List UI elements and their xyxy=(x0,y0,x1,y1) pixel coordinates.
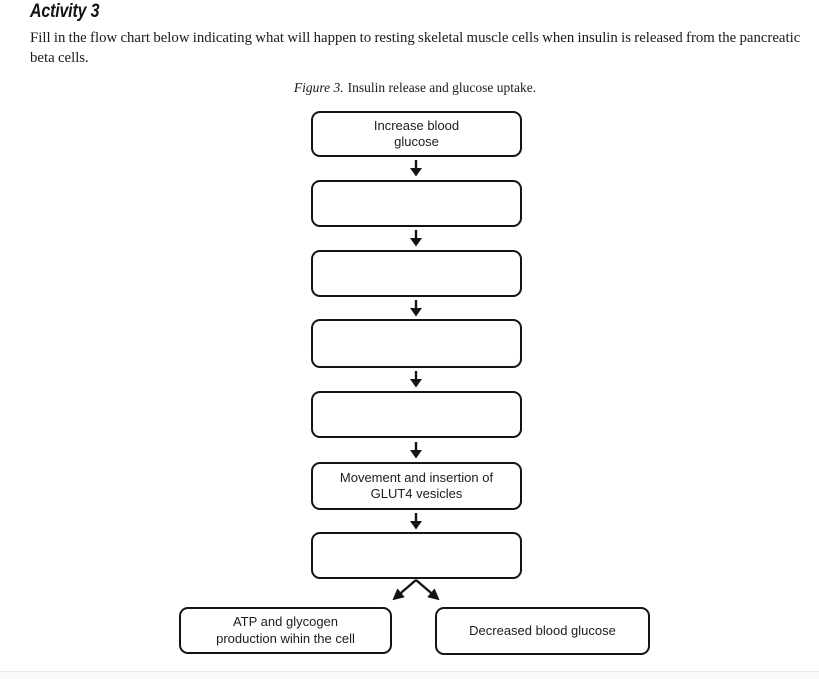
flow-box-glut4-vesicles: Movement and insertion of GLUT4 vesicles xyxy=(311,462,522,510)
figure-caption-text: Insulin release and glucose uptake. xyxy=(347,80,537,95)
down-arrow-icon xyxy=(410,300,422,317)
flow-box-label: Movement and insertion of GLUT4 vesicles xyxy=(339,469,494,502)
down-arrow-icon xyxy=(410,371,422,388)
down-arrow-icon xyxy=(410,230,422,247)
flow-box-blank-2[interactable] xyxy=(311,180,522,227)
flow-box-blank-7[interactable] xyxy=(311,532,522,579)
down-arrow-icon xyxy=(410,513,422,530)
flow-box-increase-blood-glucose: Increase blood glucose xyxy=(311,111,522,157)
figure-caption: Figure 3.Insulin release and glucose upt… xyxy=(0,80,819,96)
down-arrow-icon xyxy=(410,160,422,177)
flow-box-atp-glycogen: ATP and glycogen production wihin the ce… xyxy=(179,607,392,654)
activity-title: Activity 3 xyxy=(30,1,100,22)
page-bottom-strip xyxy=(0,671,819,679)
flow-box-decreased-blood-glucose: Decreased blood glucose xyxy=(435,607,650,655)
figure-caption-label: Figure 3. xyxy=(293,80,344,95)
flow-box-blank-5[interactable] xyxy=(311,391,522,438)
flow-box-label: Decreased blood glucose xyxy=(469,622,616,638)
instructions-text: Fill in the flow chart below indicating … xyxy=(30,30,801,66)
flow-box-blank-4[interactable] xyxy=(311,319,522,368)
split-arrow-icon xyxy=(392,579,440,601)
flow-box-blank-3[interactable] xyxy=(311,250,522,297)
down-arrow-icon xyxy=(410,442,422,459)
flow-box-label: Increase blood glucose xyxy=(373,117,460,150)
flow-box-label: ATP and glycogen production wihin the ce… xyxy=(216,614,355,646)
